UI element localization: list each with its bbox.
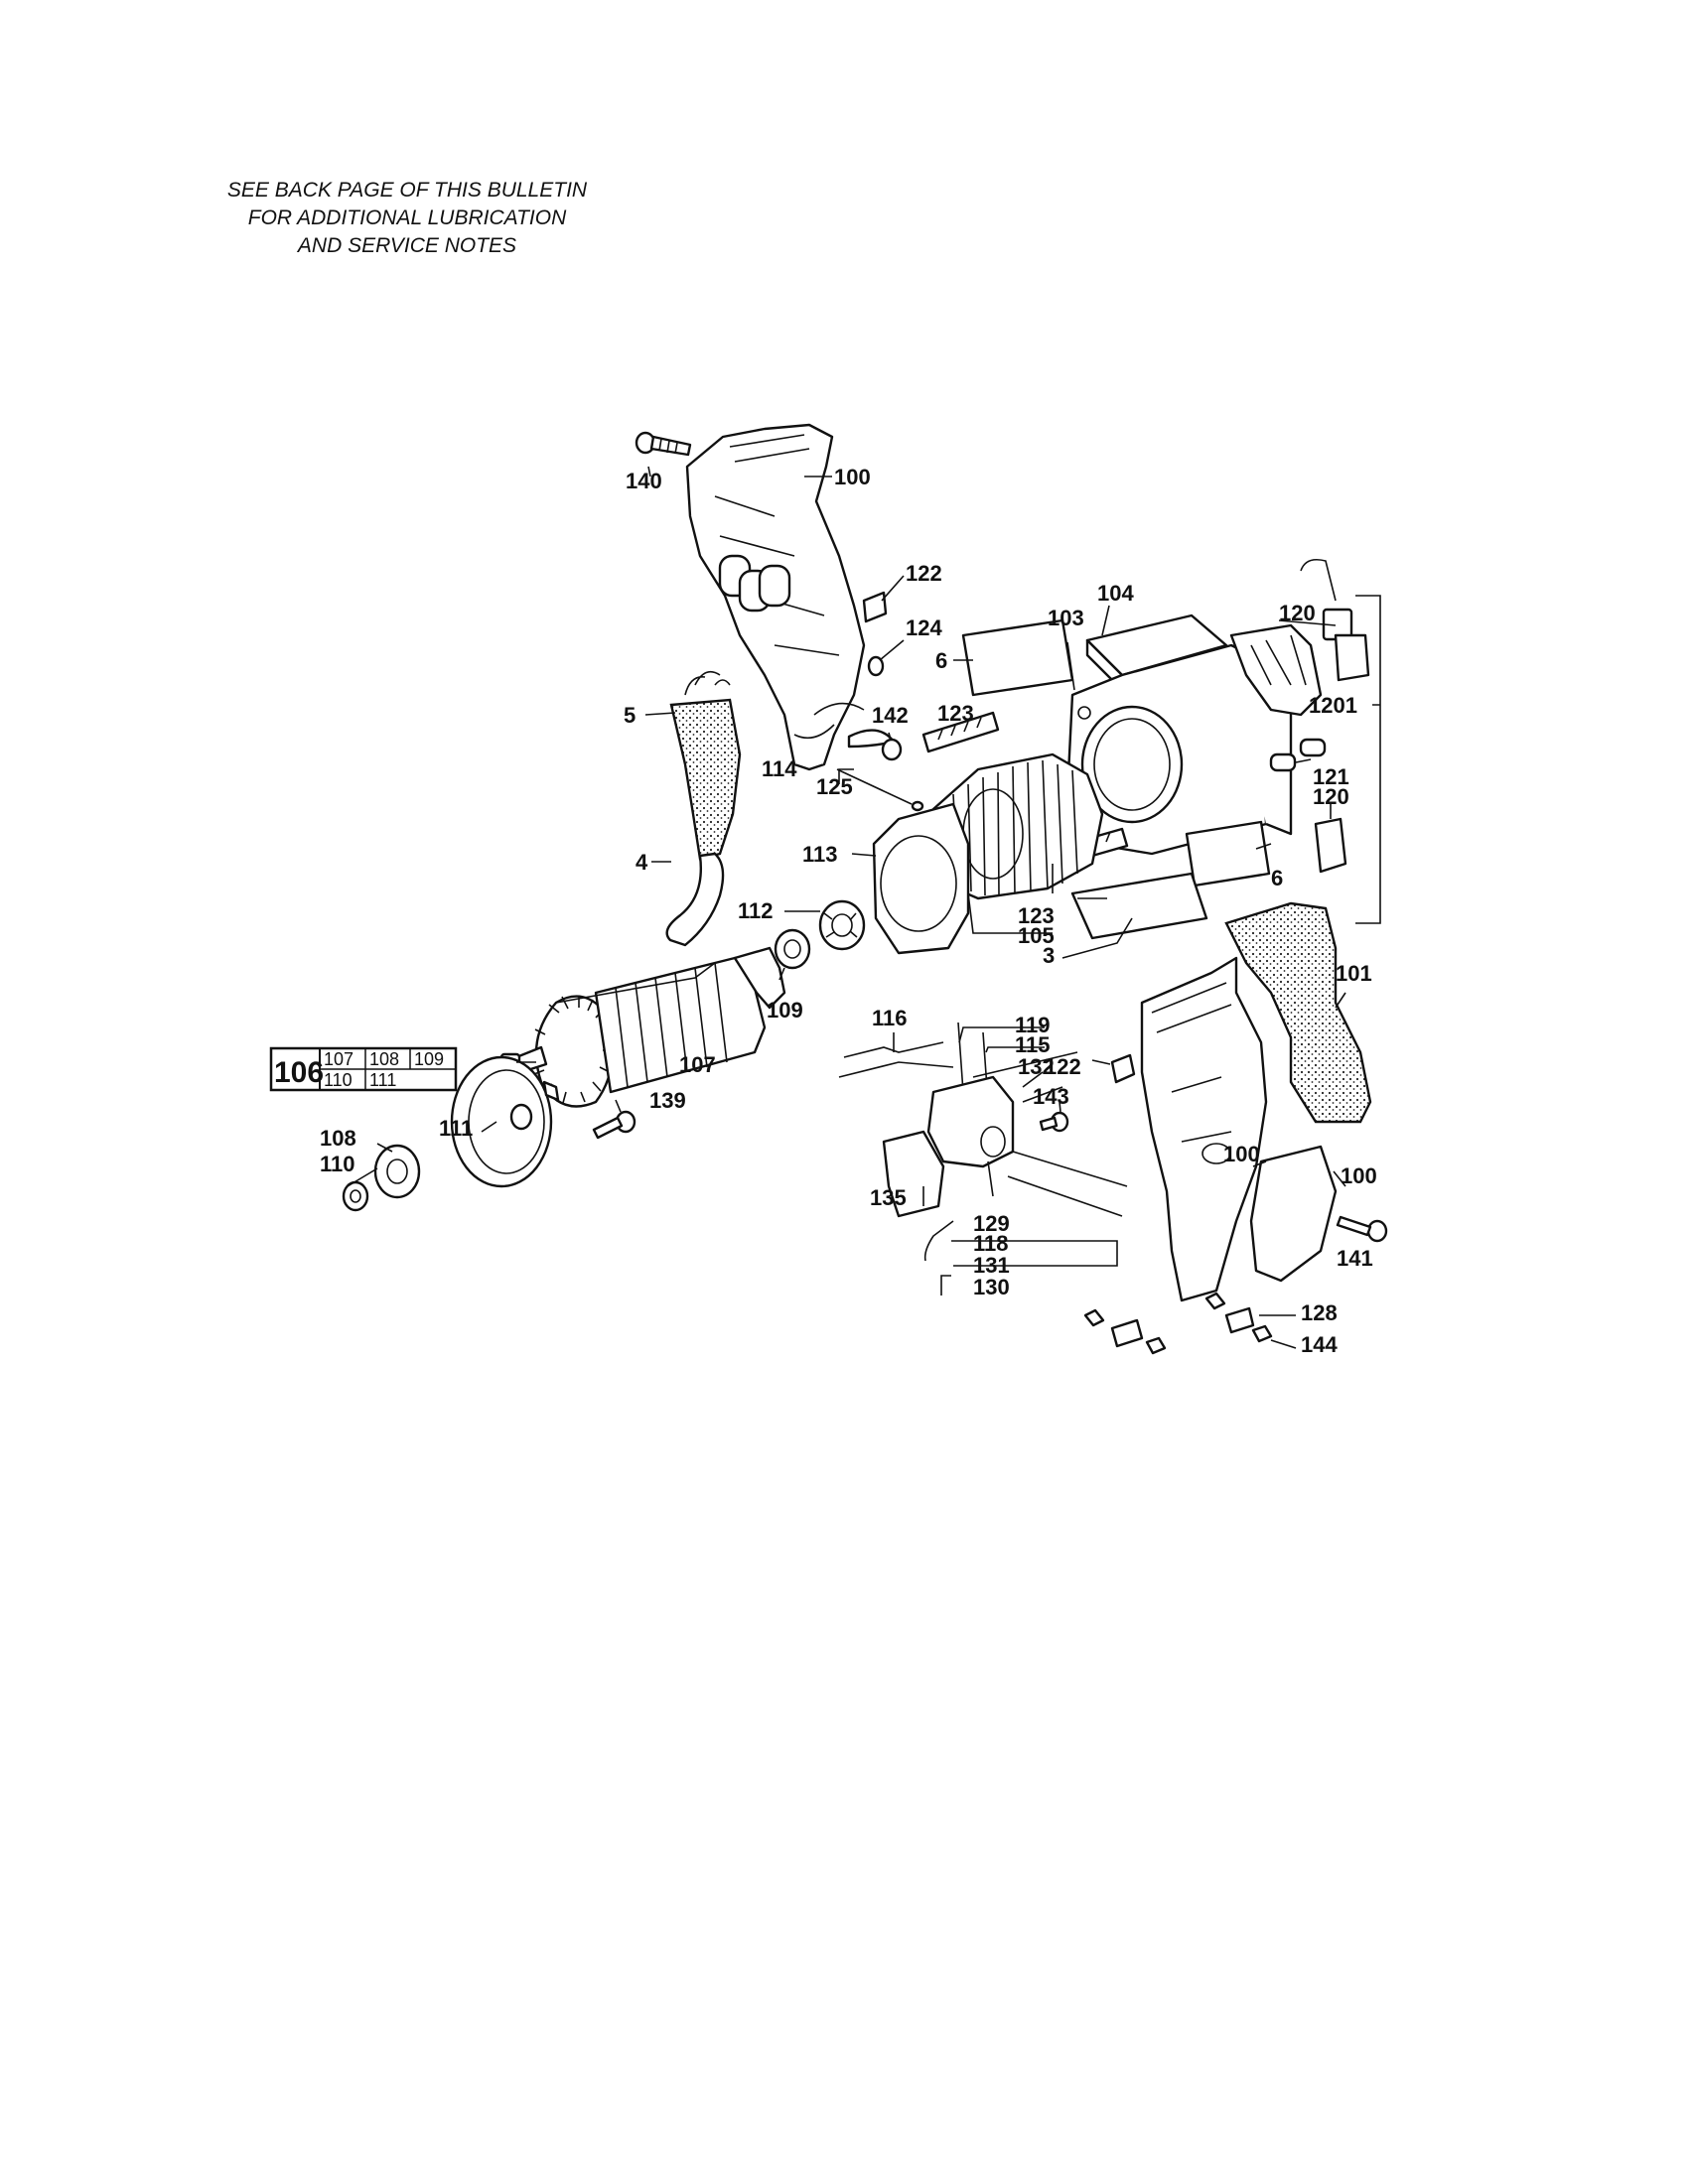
clamp-128-and-screws-drawing xyxy=(1083,1292,1273,1355)
kit-cell-111: 111 xyxy=(369,1070,396,1090)
service-note-line-1: SEE BACK PAGE OF THIS BULLETIN xyxy=(226,179,588,202)
callout-112: 112 xyxy=(738,898,774,923)
callout-111: 111 xyxy=(439,1116,473,1141)
pad-6-lower-drawing xyxy=(1185,820,1271,887)
callout-100-top: 100 xyxy=(834,465,871,489)
callout-115: 115 xyxy=(1015,1032,1051,1057)
callout-132: 132 xyxy=(1018,1054,1055,1079)
callout-122-top: 122 xyxy=(906,561,942,586)
kit-number: 106 xyxy=(274,1056,324,1089)
callout-110: 110 xyxy=(320,1152,355,1176)
brush-holder-lower-drawing xyxy=(1314,817,1347,874)
callout-119: 119 xyxy=(1015,1013,1051,1037)
screw-141-drawing xyxy=(1336,1215,1388,1243)
bearing-109-drawing xyxy=(774,928,811,970)
service-note: SEE BACK PAGE OF THIS BULLETIN FOR ADDIT… xyxy=(179,177,636,260)
callout-135: 135 xyxy=(870,1185,907,1210)
callout-143: 143 xyxy=(1033,1084,1069,1109)
housing-half-top-drawing xyxy=(685,423,866,771)
callout-6-lower: 6 xyxy=(1271,866,1283,890)
screw-139-drawing xyxy=(592,1110,636,1140)
callout-1201: 1201 xyxy=(1309,693,1357,718)
side-cover-100-drawing xyxy=(1249,1145,1338,1283)
field-coil-105-drawing xyxy=(929,752,1104,900)
callout-108: 108 xyxy=(320,1126,356,1151)
pinion-110-drawing xyxy=(342,1180,369,1212)
armature-106-drawing xyxy=(499,946,786,1108)
switch-assembly-drawing xyxy=(838,1022,1128,1262)
handle-grip-101-drawing xyxy=(1224,901,1372,1124)
kit-cell-107: 107 xyxy=(324,1049,353,1069)
callout-101: 101 xyxy=(1336,961,1372,986)
callout-131: 131 xyxy=(973,1253,1010,1278)
pad-3-drawing xyxy=(1070,872,1208,940)
callout-100-cover: 100 xyxy=(1341,1163,1377,1188)
kit-cell-108: 108 xyxy=(369,1049,399,1069)
callout-124: 124 xyxy=(906,615,942,640)
callout-104: 104 xyxy=(1097,581,1134,606)
part-122-lower-drawing xyxy=(1110,1053,1136,1084)
clamp-and-screw-drawing xyxy=(847,729,903,761)
callout-109: 109 xyxy=(767,998,803,1023)
callout-128: 128 xyxy=(1301,1300,1338,1325)
kit-cell-110: 110 xyxy=(324,1070,353,1090)
kit-cell-109: 109 xyxy=(414,1049,444,1069)
callout-105: 105 xyxy=(1018,923,1055,948)
pad-6-upper-drawing xyxy=(961,618,1074,697)
part-124-drawing xyxy=(867,655,885,677)
kit-106-table: 106 107 108 109 110 111 xyxy=(269,1046,458,1092)
callout-141: 141 xyxy=(1337,1246,1373,1271)
bearing-108-drawing xyxy=(373,1144,421,1199)
callout-113: 113 xyxy=(802,842,838,867)
callout-144: 144 xyxy=(1301,1332,1338,1357)
callout-122-lower: 122 xyxy=(1045,1054,1081,1079)
callout-120-lower: 120 xyxy=(1313,784,1349,809)
callout-123-lower: 123 xyxy=(1018,903,1055,928)
screw-140-drawing xyxy=(635,431,692,457)
callout-123-upper: 123 xyxy=(937,701,974,726)
baffle-plate-111-drawing xyxy=(450,1055,560,1188)
callout-116: 116 xyxy=(872,1006,908,1030)
callout-114: 114 xyxy=(762,756,797,781)
callout-125: 125 xyxy=(816,774,853,799)
service-note-line-3: AND SERVICE NOTES xyxy=(297,234,517,257)
callout-140: 140 xyxy=(626,469,662,493)
screw-143-drawing xyxy=(1039,1111,1069,1133)
callout-130: 130 xyxy=(973,1275,1010,1299)
fan-baffle-113-drawing xyxy=(872,802,970,955)
motor-housing-103-drawing xyxy=(1065,643,1293,856)
callout-103: 103 xyxy=(1048,606,1084,630)
callout-107: 107 xyxy=(679,1052,716,1077)
service-note-line-2: FOR ADDITIONAL LUBRICATION xyxy=(247,206,567,229)
callout-6-upper: 6 xyxy=(935,648,947,673)
callout-139: 139 xyxy=(649,1088,686,1113)
housing-half-bottom-drawing xyxy=(1140,956,1268,1302)
pin-114-drawing xyxy=(911,800,924,812)
callout-120-top: 120 xyxy=(1279,601,1316,625)
callout-3: 3 xyxy=(1043,943,1055,968)
callout-100-bottom: 100 xyxy=(1223,1142,1260,1166)
bearing-112-drawing xyxy=(818,899,866,951)
carbon-brushes-121-drawing xyxy=(1269,738,1327,772)
callout-142: 142 xyxy=(872,703,909,728)
callout-5: 5 xyxy=(624,703,636,728)
callout-4: 4 xyxy=(636,850,648,875)
part-122-drawing xyxy=(862,591,888,623)
callout-118: 118 xyxy=(973,1231,1009,1256)
leader-lines xyxy=(347,466,1381,1349)
callout-129: 129 xyxy=(973,1211,1010,1236)
cord-and-protector-drawing xyxy=(665,670,742,947)
callout-121: 121 xyxy=(1313,764,1349,789)
